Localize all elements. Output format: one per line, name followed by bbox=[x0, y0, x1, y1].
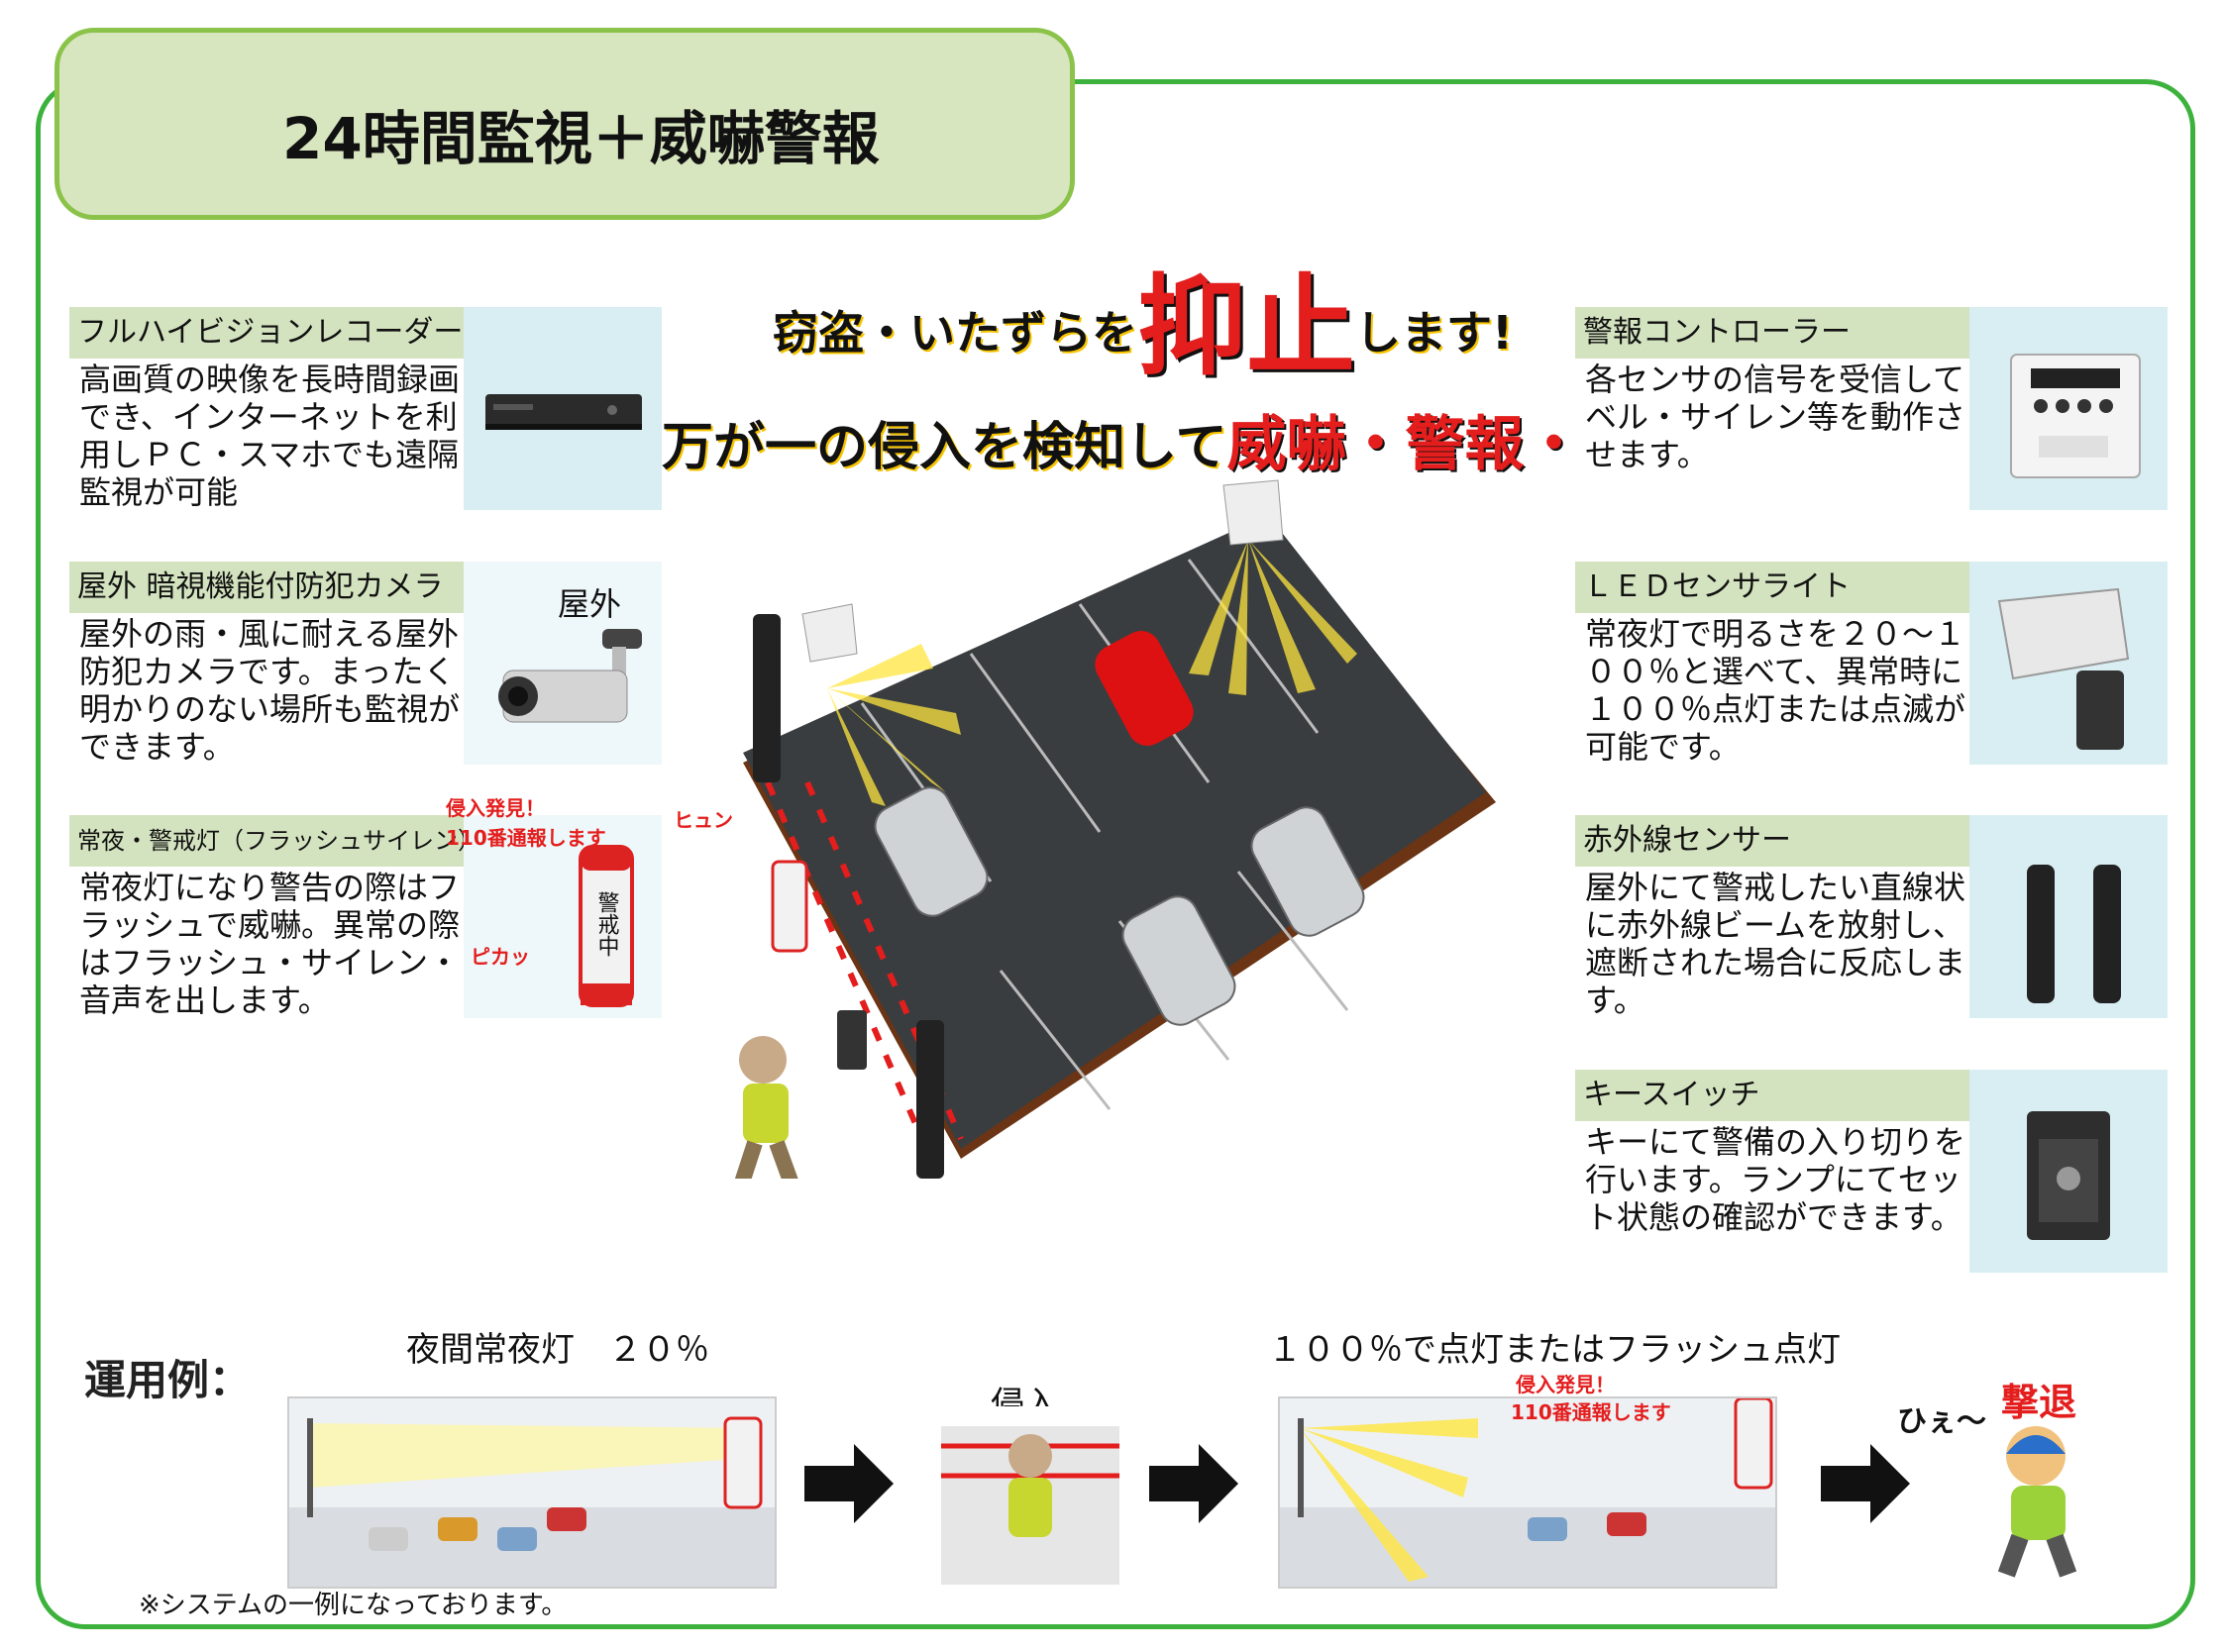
card-label: フルハイビジョンレコーダー bbox=[69, 307, 464, 359]
alert-call-note: 110番通報します bbox=[446, 826, 606, 850]
card-led-light: ＬＥＤセンサライト 常夜灯で明るさを２０～１００％と選べて、異常時に１００％点灯… bbox=[1575, 562, 2168, 766]
caption-scream: ひぇ～ bbox=[1897, 1404, 1986, 1439]
card-body: 常夜灯で明るさを２０～１００％と選べて、異常時に１００％点灯または点滅が可能です… bbox=[1585, 615, 1966, 766]
card-key-switch: キースイッチ キーにて警備の入り切りを行います。ランプにてセット状態の確認ができ… bbox=[1575, 1070, 2168, 1273]
headline-deter-big: 抑止 bbox=[1137, 263, 1355, 390]
ir-sensor-icon bbox=[1969, 815, 2168, 1018]
card-recorder: フルハイビジョンレコーダー 高画質の映像を長時間録画でき、インターネットを利用し… bbox=[69, 307, 662, 511]
title-tab: 24時間監視＋威嚇警報 bbox=[54, 28, 1075, 220]
card-label: 常夜・警戒灯（フラッシュサイレン） bbox=[69, 815, 481, 867]
headline-deter-prefix: 窃盗・いたずらを bbox=[773, 306, 1137, 360]
caption-flash: １００％で点灯またはフラッシュ点灯 bbox=[1268, 1330, 1841, 1370]
parking-lot-illustration bbox=[731, 479, 1496, 1179]
panel-night-light bbox=[287, 1396, 777, 1589]
card-controller: 警報コントローラー 各センサの信号を受信してベル・サイレン等を動作させます。 bbox=[1575, 307, 2168, 510]
controller-icon bbox=[1969, 307, 2168, 510]
card-label: ＬＥＤセンサライト bbox=[1575, 562, 1969, 613]
fleeing-intruder-icon bbox=[1997, 1426, 2077, 1578]
headline-detect-prefix: 万が一の侵入を検知して bbox=[662, 418, 1227, 477]
headline-deter-suffix: します! bbox=[1355, 306, 1513, 360]
caption-night-light: 夜間常夜灯 ２０％ bbox=[406, 1330, 709, 1370]
alert-found-note-2: 侵入発見！ bbox=[1516, 1373, 1615, 1396]
flash-siren-icon: 警戒中 bbox=[464, 815, 662, 1018]
card-label: 屋外 暗視機能付防犯カメラ bbox=[69, 562, 464, 613]
panel-intrusion bbox=[941, 1406, 1119, 1585]
flow-arrow-icon bbox=[804, 1444, 894, 1523]
caption-repel: 撃退 bbox=[2001, 1381, 2077, 1424]
content-frame bbox=[36, 79, 2195, 1629]
alert-found-note: 侵入発見！ bbox=[446, 796, 545, 820]
key-switch-icon bbox=[1969, 1070, 2168, 1273]
card-body: 高画質の映像を長時間録画でき、インターネットを利用しＰＣ・スマホでも遠隔監視が可… bbox=[79, 361, 461, 511]
headline-deter: 窃盗・いたずらを抑止します! bbox=[773, 238, 1513, 396]
card-label: 赤外線センサー bbox=[1575, 815, 1969, 867]
card-body: キーにて警備の入り切りを行います。ランプにてセット状態の確認ができます。 bbox=[1585, 1123, 1966, 1236]
panel-flash bbox=[1278, 1396, 1777, 1589]
camera-icon: 屋外 bbox=[464, 562, 662, 765]
pika-flash-note: ピカッ bbox=[471, 945, 530, 969]
outdoor-tag: 屋外 bbox=[558, 585, 622, 623]
svg-text:警戒中: 警戒中 bbox=[594, 891, 620, 957]
card-camera: 屋外 暗視機能付防犯カメラ 屋外の雨・風に耐える屋外防犯カメラです。まったく明か… bbox=[69, 562, 662, 766]
card-body: 屋外の雨・風に耐える屋外防犯カメラです。まったく明かりのない場所も監視ができます… bbox=[79, 615, 461, 766]
card-body: 各センサの信号を受信してベル・サイレン等を動作させます。 bbox=[1585, 361, 1966, 473]
page-title: 24時間監視＋威嚇警報 bbox=[282, 105, 880, 172]
card-flash-siren: 常夜・警戒灯（フラッシュサイレン） 常夜灯になり警告の際はフラッシュで威嚇。異常… bbox=[69, 815, 662, 1019]
flow-arrow-icon bbox=[1821, 1444, 1910, 1523]
card-label: 警報コントローラー bbox=[1575, 307, 1969, 359]
footnote: ※システムの一例になっております。 bbox=[139, 1591, 568, 1620]
led-light-icon bbox=[1969, 562, 2168, 765]
flow-arrow-icon bbox=[1149, 1444, 1238, 1523]
recorder-icon bbox=[464, 307, 662, 510]
alert-call-note-2: 110番通報します bbox=[1511, 1400, 1671, 1424]
card-label: キースイッチ bbox=[1575, 1070, 1969, 1121]
usage-example-label: 運用例： bbox=[84, 1356, 252, 1404]
card-body: 常夜灯になり警告の際はフラッシュで威嚇。異常の際はフラッシュ・サイレン・音声を出… bbox=[79, 869, 461, 1019]
card-ir-sensor: 赤外線センサー 屋外にて警戒したい直線状に赤外線ビームを放射し、遮断された場合に… bbox=[1575, 815, 2168, 1019]
card-body: 屋外にて警戒したい直線状に赤外線ビームを放射し、遮断された場合に反応します。 bbox=[1585, 869, 1966, 1019]
hyun-sound-note: ヒュン bbox=[674, 808, 733, 832]
